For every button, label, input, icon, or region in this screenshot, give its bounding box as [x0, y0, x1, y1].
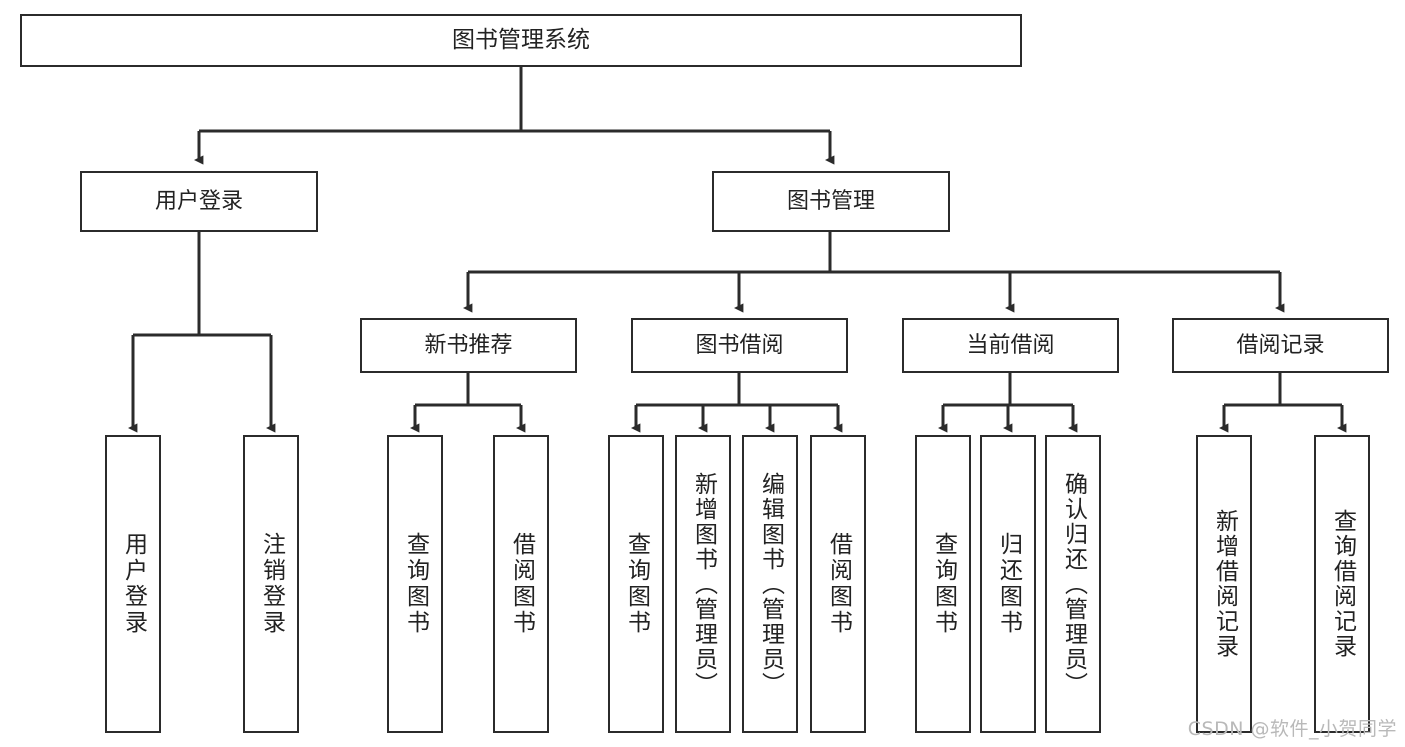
node-label: 用户登录 [154, 188, 243, 214]
leaf-book-borrow-borrow[interactable]: 借阅图书 [810, 435, 866, 733]
node-label: 查询图书 [623, 532, 650, 636]
node-borrow-records[interactable]: 借阅记录 [1172, 318, 1389, 373]
node-label: 新书推荐 [424, 332, 513, 358]
node-label: 图书借阅 [695, 332, 784, 358]
node-label: 图书管理 [786, 188, 875, 214]
node-label: 图书管理系统 [452, 27, 590, 53]
node-label: 新增图书（管理员） [690, 471, 717, 697]
node-label: 归还图书 [995, 532, 1022, 636]
node-label: 查询借阅记录 [1329, 509, 1356, 659]
node-user-login[interactable]: 用户登录 [80, 171, 318, 232]
node-label: 借阅图书 [508, 532, 535, 636]
node-label: 新增借阅记录 [1211, 509, 1238, 659]
node-label: 用户登录 [120, 532, 147, 636]
leaf-user-login-logout[interactable]: 注销登录 [243, 435, 299, 733]
leaf-current-borrow-query[interactable]: 查询图书 [915, 435, 971, 733]
node-label: 确认归还（管理员） [1060, 471, 1087, 697]
node-book-borrow[interactable]: 图书借阅 [631, 318, 848, 373]
csdn-watermark: CSDN @软件_小贺同学 [1187, 718, 1397, 740]
leaf-book-borrow-query[interactable]: 查询图书 [608, 435, 664, 733]
node-label: 编辑图书（管理员） [757, 471, 784, 697]
leaf-borrow-records-query[interactable]: 查询借阅记录 [1314, 435, 1370, 733]
leaf-book-borrow-edit[interactable]: 编辑图书（管理员） [742, 435, 798, 733]
node-label: 注销登录 [258, 532, 285, 636]
leaf-new-book-borrow[interactable]: 借阅图书 [493, 435, 549, 733]
node-label: 查询图书 [402, 532, 429, 636]
node-label: 当前借阅 [966, 332, 1055, 358]
leaf-user-login-login[interactable]: 用户登录 [105, 435, 161, 733]
leaf-new-book-query[interactable]: 查询图书 [387, 435, 443, 733]
leaf-current-borrow-return[interactable]: 归还图书 [980, 435, 1036, 733]
node-book-management[interactable]: 图书管理 [712, 171, 950, 232]
node-label: 借阅记录 [1236, 332, 1325, 358]
node-new-book-recommend[interactable]: 新书推荐 [360, 318, 577, 373]
node-label: 借阅图书 [825, 532, 852, 636]
leaf-book-borrow-add[interactable]: 新增图书（管理员） [675, 435, 731, 733]
node-current-borrow[interactable]: 当前借阅 [902, 318, 1119, 373]
node-root-system[interactable]: 图书管理系统 [20, 14, 1022, 67]
leaf-borrow-records-add[interactable]: 新增借阅记录 [1196, 435, 1252, 733]
leaf-current-borrow-confirm-return[interactable]: 确认归还（管理员） [1045, 435, 1101, 733]
node-label: 查询图书 [930, 532, 957, 636]
